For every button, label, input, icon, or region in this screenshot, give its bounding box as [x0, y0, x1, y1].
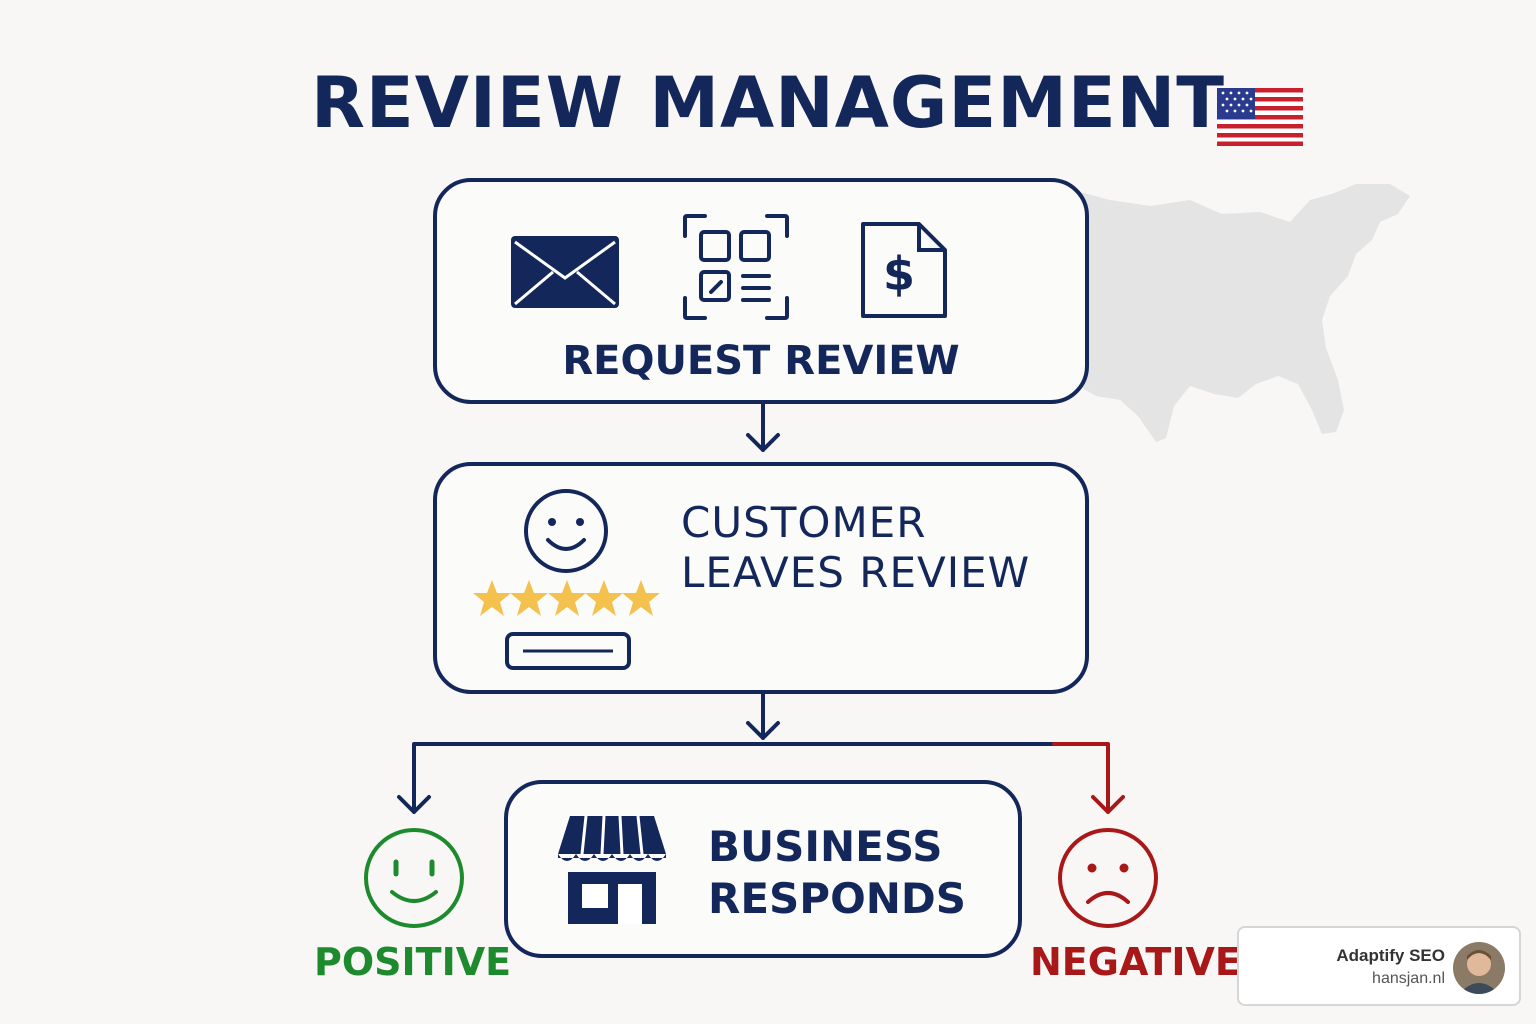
- business-responds-line1: BUSINESS: [708, 822, 943, 871]
- request-review-label: REQUEST REVIEW: [562, 338, 960, 384]
- svg-text:$: $: [883, 247, 915, 301]
- positive-label: POSITIVE: [314, 940, 512, 984]
- sad-face-icon: [1058, 828, 1158, 928]
- qr-code-icon: [683, 214, 789, 320]
- negative-label: NEGATIVE: [1030, 940, 1241, 984]
- branch-right-connector: [1052, 742, 1125, 814]
- us-flag-icon: [1217, 88, 1303, 146]
- credit-badge[interactable]: Adaptify SEO hansjan.nl: [1237, 926, 1521, 1006]
- arrow-customer-to-split: [746, 692, 780, 740]
- arrow-request-to-customer: [746, 402, 780, 452]
- page-title: REVIEW MANAGEMENT: [310, 62, 1225, 144]
- step-customer-leaves-review: CUSTOMER LEAVES REVIEW: [433, 462, 1089, 694]
- invoice-dollar-icon: $: [861, 222, 947, 318]
- envelope-icon: [511, 236, 619, 308]
- customer-leaves-review-line1: CUSTOMER: [681, 498, 927, 547]
- customer-leaves-review-line2: LEAVES REVIEW: [681, 548, 1031, 597]
- avatar: [1453, 942, 1505, 994]
- step-request-review: $ REQUEST REVIEW: [433, 178, 1089, 404]
- branch-left-connector: [397, 742, 1056, 814]
- review-text-field-icon: [505, 632, 631, 670]
- five-stars-icon: [473, 580, 660, 616]
- credit-site: hansjan.nl: [1372, 970, 1445, 987]
- smiley-icon: [524, 489, 608, 573]
- step-business-responds: BUSINESS RESPONDS: [504, 780, 1022, 958]
- storefront-icon: [558, 815, 666, 924]
- happy-face-icon: [364, 828, 464, 928]
- business-responds-line2: RESPONDS: [708, 874, 967, 923]
- credit-name: Adaptify SEO: [1336, 946, 1445, 965]
